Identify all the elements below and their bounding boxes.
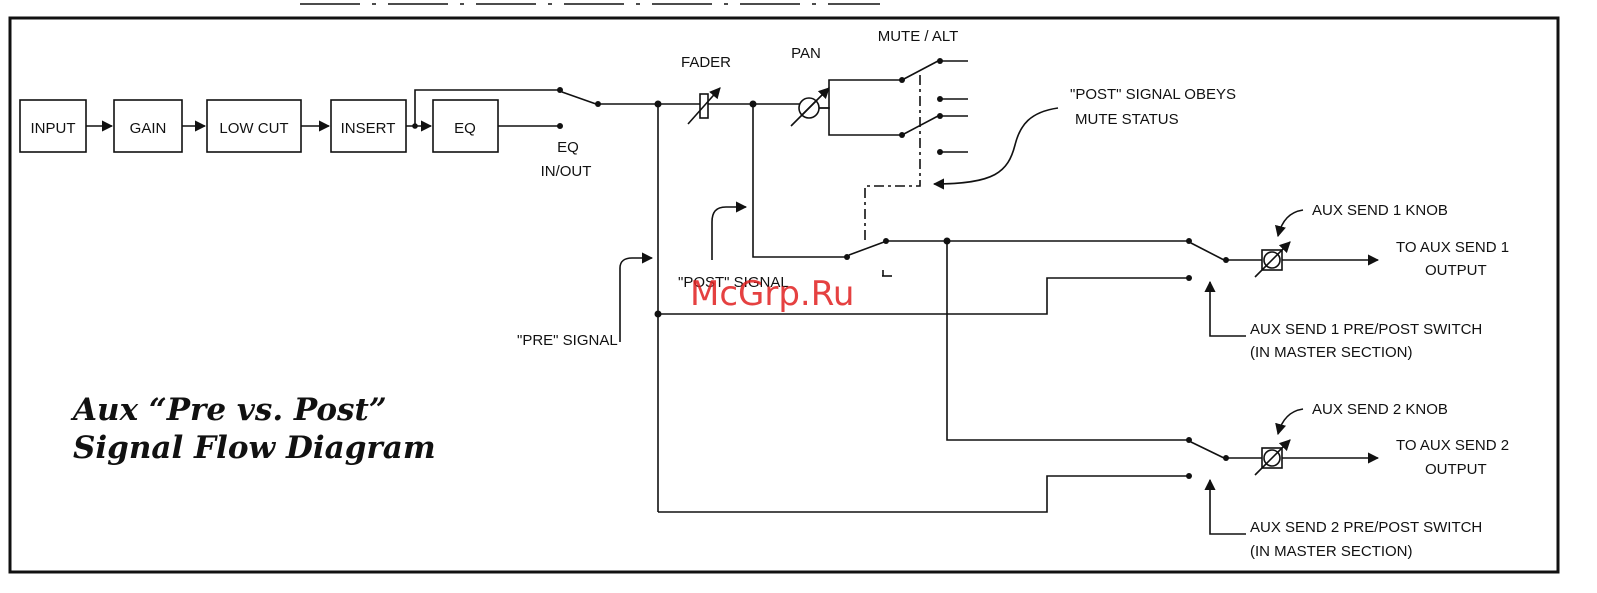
eq-bypass-contact [557,87,563,93]
aux1-pre-contact [1186,275,1192,281]
aux2-post-contact [1186,437,1192,443]
pan-label: PAN [791,45,821,62]
block-low-cut: LOW CUT [206,99,302,153]
wire-eq-bypass [414,89,558,126]
pre-signal-arrow [619,252,654,342]
aux1-knob-arrow [1275,209,1304,238]
aux2-knob-label: AUX SEND 2 KNOB [1312,401,1448,418]
aux2-pre-contact [1186,473,1192,479]
svg-text:INSERT: INSERT [341,120,396,137]
eq-inout-switch [561,91,597,105]
mute-mechanical-link [864,75,921,244]
eq-inout-label-2: IN/OUT [541,163,592,180]
wire-pan-left [819,79,900,109]
aux2-knob-arrow [1275,408,1304,436]
post-signal-label: "POST" SIGNAL [678,274,789,291]
aux2-output-label: TO AUX SEND 2 [1396,437,1509,454]
wire-post-aux2 [946,241,1187,441]
watermark: McGrp.Ru [690,274,854,314]
diagram-title-2: Signal Flow Diagram [73,430,436,466]
aux1-knob-label: AUX SEND 1 KNOB [1312,202,1448,219]
block-input: INPUT [19,99,87,153]
diagram-title: Aux “Pre vs. Post” [70,392,387,428]
svg-text:LOW CUT: LOW CUT [219,120,288,137]
post-obeys-label: "POST" SIGNAL OBEYS [1070,86,1236,103]
block-gain: GAIN [113,99,183,153]
fader-label: FADER [681,54,731,71]
eq-out-contact [557,123,563,129]
aux2-switch-arrow [1204,478,1246,535]
aux2-output-label-2: OUTPUT [1425,461,1487,478]
mute-alt-label: MUTE / ALT [878,28,959,45]
aux1-switch-arrow [1204,280,1246,337]
post-obeys-arrow [932,107,1059,190]
aux2-knob-symbol [1254,439,1291,476]
mute-switch-arm-1 [901,60,939,81]
block-eq: EQ [432,99,499,153]
aux1-post-contact [1186,238,1192,244]
wire-post-tap [752,104,845,258]
post-signal-arrow [711,201,748,260]
aux-mute-switch [848,241,885,256]
wire-pan-right [819,107,900,136]
aux2-switch-label: AUX SEND 2 PRE/POST SWITCH [1250,519,1482,536]
aux-mute-contact [844,254,850,260]
aux2-prepost-switch [1190,441,1225,459]
aux2-switch-label-2: (IN MASTER SECTION) [1250,543,1413,560]
aux1-knob-symbol [1254,241,1291,278]
pan-symbol [790,87,830,127]
wire-pre-aux1 [658,277,1187,315]
aux1-prepost-switch [1190,242,1225,261]
fader-symbol [687,87,721,125]
svg-text:GAIN: GAIN [130,120,167,137]
aux1-switch-label-2: (IN MASTER SECTION) [1250,344,1413,361]
block-insert: INSERT [330,99,407,153]
wire-pre-aux2 [658,475,1187,513]
post-obeys-label-2: MUTE STATUS [1075,111,1179,128]
aux1-switch-label: AUX SEND 1 PRE/POST SWITCH [1250,321,1482,338]
diagram-frame [8,16,1560,574]
eq-inout-label: EQ [557,139,579,156]
pre-signal-label: "PRE" SIGNAL [517,332,618,349]
svg-text:EQ: EQ [454,120,476,137]
aux1-output-label-2: OUTPUT [1425,262,1487,279]
svg-text:INPUT: INPUT [31,120,76,137]
aux1-output-label: TO AUX SEND 1 [1396,239,1509,256]
